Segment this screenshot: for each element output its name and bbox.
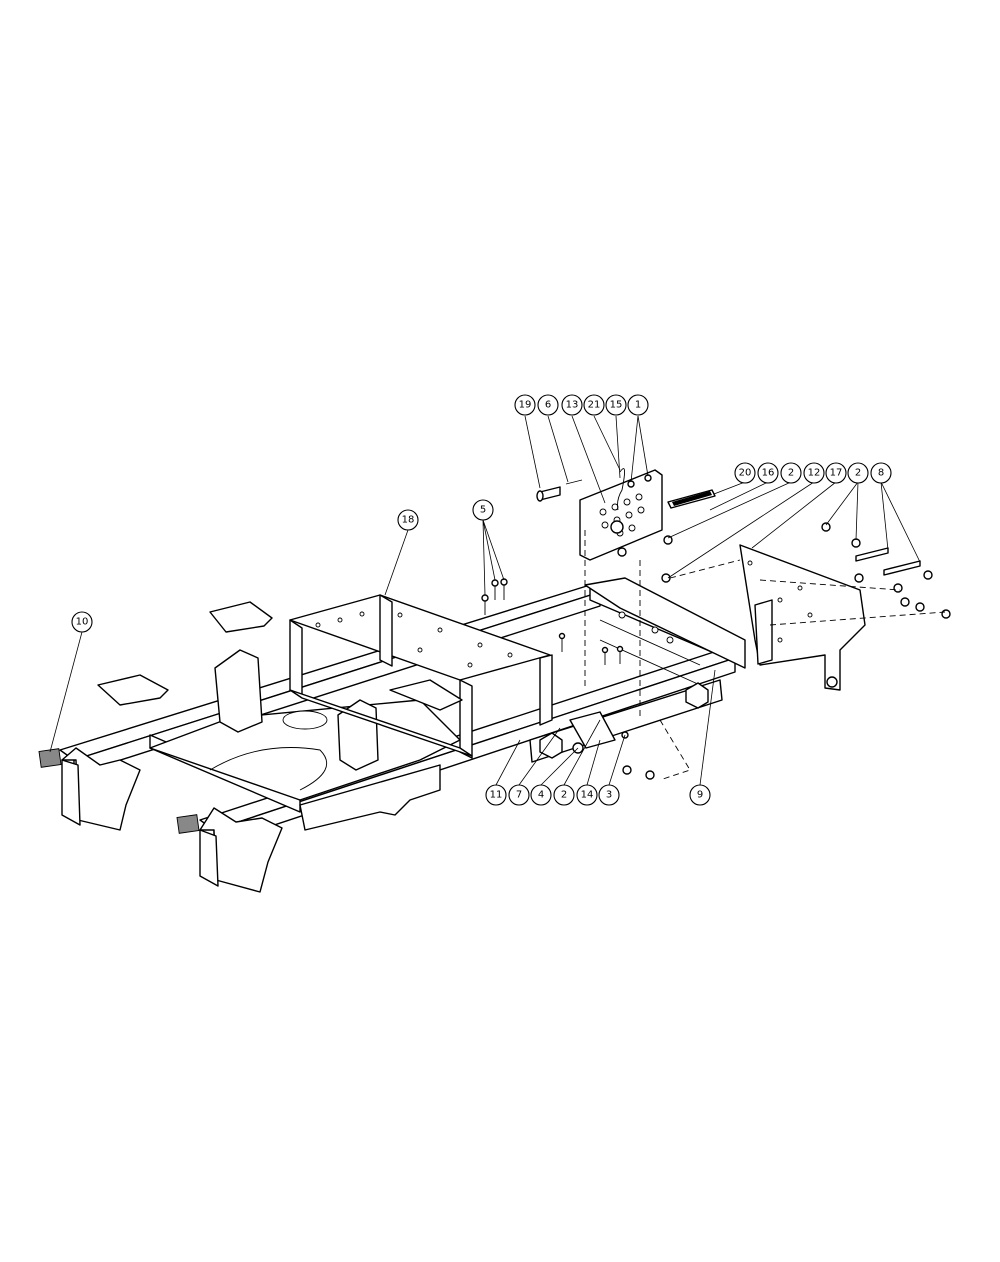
svg-text:12: 12 <box>808 468 821 479</box>
callout-17: 17 <box>825 462 847 484</box>
callout-2-bottom: 2 <box>553 784 575 806</box>
svg-text:3: 3 <box>606 790 612 801</box>
svg-text:19: 19 <box>519 400 532 411</box>
svg-text:7: 7 <box>516 790 522 801</box>
callout-14: 14 <box>576 784 598 806</box>
callout-10: 10 <box>71 611 93 633</box>
callout-12: 12 <box>803 462 825 484</box>
callout-3: 3 <box>598 784 620 806</box>
svg-text:2: 2 <box>561 790 567 801</box>
svg-text:5: 5 <box>480 505 486 516</box>
svg-text:16: 16 <box>762 468 775 479</box>
callout-6: 6 <box>537 394 559 416</box>
svg-text:17: 17 <box>830 468 843 479</box>
svg-text:21: 21 <box>588 400 601 411</box>
callout-9: 9 <box>689 784 711 806</box>
callout-8: 8 <box>870 462 892 484</box>
callout-20: 20 <box>734 462 756 484</box>
callout-4: 4 <box>530 784 552 806</box>
callout-2-top: 2 <box>780 462 802 484</box>
callout-21: 21 <box>583 394 605 416</box>
svg-text:1: 1 <box>635 400 641 411</box>
svg-text:2: 2 <box>855 468 861 479</box>
svg-text:11: 11 <box>490 790 503 801</box>
svg-text:9: 9 <box>697 790 703 801</box>
svg-text:18: 18 <box>402 515 415 526</box>
main-frame <box>38 577 746 893</box>
callout-1: 1 <box>627 394 649 416</box>
callout-7: 7 <box>508 784 530 806</box>
svg-text:8: 8 <box>878 468 884 479</box>
svg-text:10: 10 <box>76 617 89 628</box>
svg-text:6: 6 <box>545 400 551 411</box>
callout-5: 5 <box>472 499 494 521</box>
svg-text:4: 4 <box>538 790 544 801</box>
side-bracket-plate <box>661 522 951 691</box>
control-plate-assembly <box>536 468 716 561</box>
callout-15: 15 <box>605 394 627 416</box>
callout-11: 11 <box>485 784 507 806</box>
callout-18: 18 <box>397 509 419 531</box>
svg-text:13: 13 <box>566 400 579 411</box>
svg-text:20: 20 <box>739 468 752 479</box>
svg-text:14: 14 <box>581 790 594 801</box>
svg-text:2: 2 <box>788 468 794 479</box>
leader-lines <box>49 415 921 786</box>
svg-text:15: 15 <box>610 400 623 411</box>
callout-2-right: 2 <box>847 462 869 484</box>
callout-19: 19 <box>514 394 536 416</box>
callout-16-top: 16 <box>757 462 779 484</box>
callout-13: 13 <box>561 394 583 416</box>
